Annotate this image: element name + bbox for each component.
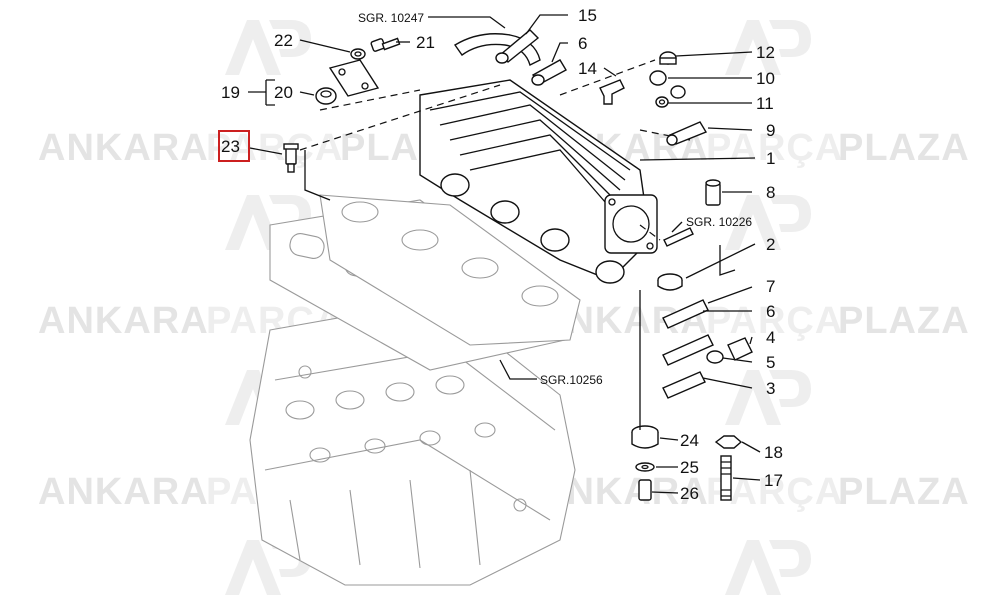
reference-labels: SGR. 10247 SGR. 10226 SGR.10256 xyxy=(358,11,752,387)
part-4-sleeve[interactable] xyxy=(662,334,753,366)
part-17-stud[interactable] xyxy=(720,455,732,501)
callout-15[interactable]: 15 xyxy=(578,6,597,25)
part-26-bolt[interactable] xyxy=(638,479,652,501)
watermark-brand: ANKARA xyxy=(38,471,209,513)
watermark-logos xyxy=(225,20,811,595)
part-24-mount[interactable] xyxy=(631,425,659,449)
callout-20[interactable]: 20 xyxy=(274,83,293,102)
callout-labels: 15 6 14 22 21 19 20 23 12 10 11 9 1 8 2 … xyxy=(221,6,783,503)
callout-23[interactable]: 23 xyxy=(221,137,240,156)
callout-4[interactable]: 4 xyxy=(766,328,775,347)
intake-runners-outline xyxy=(319,194,581,346)
callout-10[interactable]: 10 xyxy=(756,69,775,88)
callout-22[interactable]: 22 xyxy=(274,31,293,50)
callout-25[interactable]: 25 xyxy=(680,458,699,477)
watermark-brand: ANKARA xyxy=(38,300,209,342)
callout-9[interactable]: 9 xyxy=(766,121,775,140)
part-2-plug[interactable] xyxy=(657,273,683,291)
callout-6-top[interactable]: 6 xyxy=(578,34,587,53)
callout-1[interactable]: 1 xyxy=(766,149,775,168)
part-20-bracket[interactable] xyxy=(328,59,380,97)
throttle-stud xyxy=(663,227,694,247)
callout-12[interactable]: 12 xyxy=(756,43,775,62)
part-23-sensor[interactable] xyxy=(283,143,299,173)
watermark-brand: PARÇA xyxy=(706,300,843,342)
part-6-fitting-top[interactable] xyxy=(531,59,567,86)
callout-2[interactable]: 2 xyxy=(766,235,775,254)
part-5-clip[interactable] xyxy=(706,350,724,364)
watermark-brand: PLAZA xyxy=(838,471,970,513)
callout-26[interactable]: 26 xyxy=(680,484,699,503)
callout-19[interactable]: 19 xyxy=(221,83,240,102)
part-9-fitting[interactable] xyxy=(666,121,708,146)
callout-14[interactable]: 14 xyxy=(578,59,597,78)
assembly-lines xyxy=(299,59,736,276)
callout-5[interactable]: 5 xyxy=(766,353,775,372)
callout-21[interactable]: 21 xyxy=(416,33,435,52)
callout-18[interactable]: 18 xyxy=(764,443,783,462)
part-6-pin[interactable] xyxy=(662,299,709,329)
callout-24[interactable]: 24 xyxy=(680,431,699,450)
cylinder-head-outline xyxy=(249,299,576,586)
part-21-bolt[interactable] xyxy=(370,37,401,52)
part-15-fitting[interactable] xyxy=(495,29,540,64)
part-14-elbow[interactable] xyxy=(599,79,625,105)
watermark-brand: PLAZA xyxy=(838,300,970,342)
part-8-spacer[interactable] xyxy=(705,179,721,206)
leader-lines xyxy=(248,14,761,494)
callout-6-pin[interactable]: 6 xyxy=(766,302,775,321)
part-10-nut[interactable] xyxy=(649,70,686,99)
reference-sgr-10226[interactable]: SGR. 10226 xyxy=(686,215,752,229)
intake-manifold[interactable] xyxy=(419,79,658,284)
reference-sgr-10256[interactable]: SGR.10256 xyxy=(540,373,603,387)
watermark-brand: PARÇA xyxy=(706,127,843,169)
callout-8[interactable]: 8 xyxy=(766,183,775,202)
callout-17[interactable]: 17 xyxy=(764,471,783,490)
part-3-rod[interactable] xyxy=(662,371,706,399)
part-11-washer[interactable] xyxy=(655,96,669,108)
part-12-cap[interactable] xyxy=(659,51,677,65)
highlight-box xyxy=(218,130,250,162)
part-18-nut[interactable] xyxy=(714,435,743,449)
reference-sgr-10247[interactable]: SGR. 10247 xyxy=(358,11,424,25)
callout-3[interactable]: 3 xyxy=(766,379,775,398)
part-20-grommet[interactable] xyxy=(315,87,337,105)
part-22-washer[interactable] xyxy=(350,48,366,60)
watermark-brand: ANKARA xyxy=(38,127,209,169)
callout-7[interactable]: 7 xyxy=(766,277,775,296)
callout-11[interactable]: 11 xyxy=(756,94,774,113)
part-25-washer[interactable] xyxy=(635,462,655,472)
watermark-brand: PLAZA xyxy=(838,127,970,169)
